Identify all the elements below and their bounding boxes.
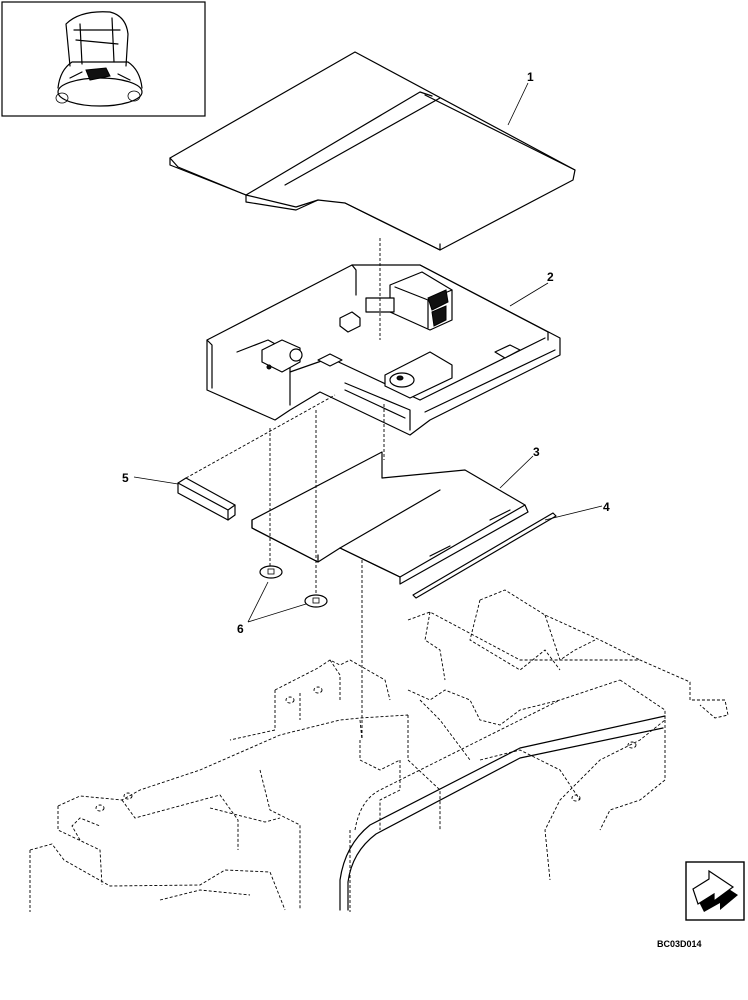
- inset-locator: [1, 1, 206, 117]
- callout-6: 6: [237, 622, 244, 636]
- machine-frame-phantom: [29, 589, 729, 912]
- part-3-pad: [251, 451, 529, 585]
- callout-5: 5: [122, 471, 129, 485]
- leader-lines: [133, 82, 603, 623]
- callout-1: 1: [527, 70, 534, 84]
- drawing-code: BC03D014: [657, 939, 702, 949]
- assembly-guide-lines: [185, 238, 385, 741]
- part-1-cover-panel: [169, 51, 576, 251]
- part-4-strip: [412, 512, 557, 599]
- callout-3: 3: [533, 445, 540, 459]
- callout-4: 4: [603, 500, 610, 514]
- callout-2: 2: [547, 270, 554, 284]
- machine-locator-icon: [55, 11, 143, 107]
- page-turn-arrow-icon[interactable]: [685, 861, 745, 921]
- part-6-washers: [259, 565, 328, 608]
- part-2-control-box: [206, 264, 561, 436]
- part-5-block: [177, 477, 236, 521]
